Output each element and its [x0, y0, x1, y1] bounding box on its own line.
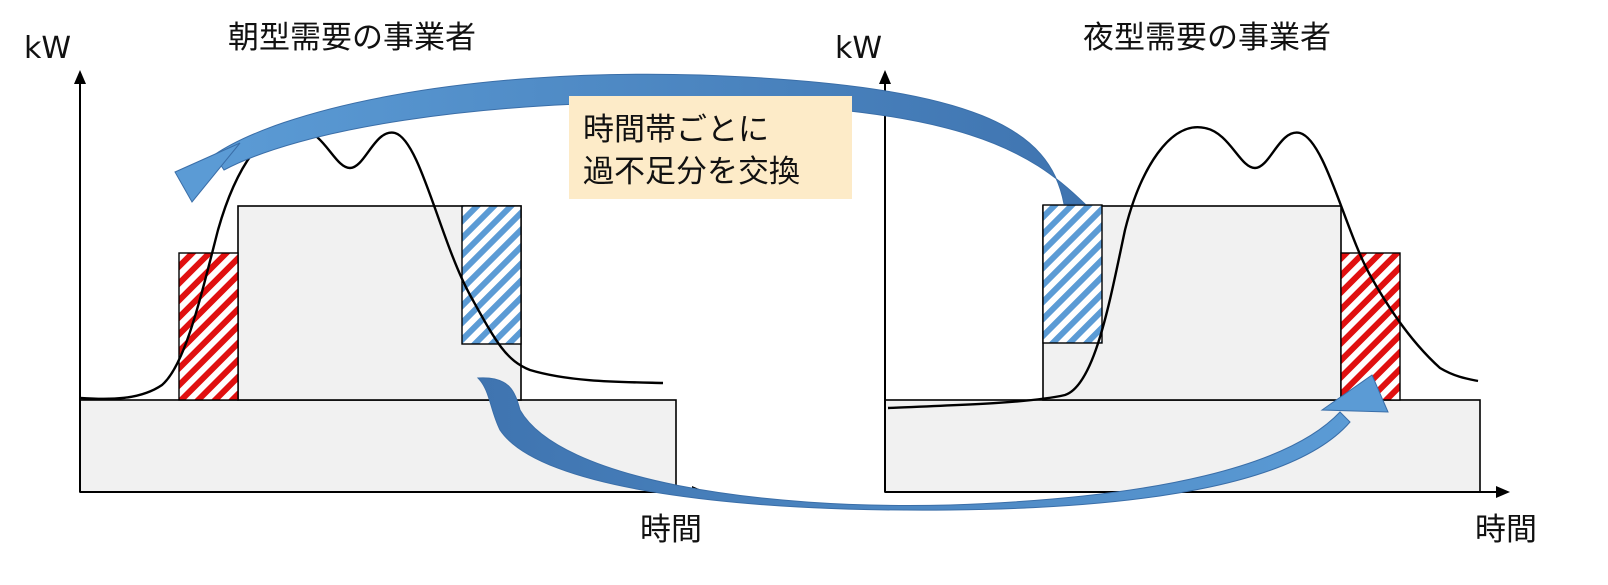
exchange-arrow-top — [174, 73, 1087, 205]
right-base-block — [884, 399, 1481, 493]
callout-line-1: 時間帯ごとに — [583, 112, 769, 148]
callout: 時間帯ごとに 過不足分を交換 — [569, 96, 852, 199]
right-panel: kW 夜型需要の事業者 時間 — [835, 20, 1537, 548]
left-y-axis-arrowhead — [74, 70, 86, 84]
right-x-axis-label: 時間 — [1475, 512, 1537, 548]
left-shortage-hatch — [178, 252, 239, 401]
callout-line-2: 過不足分を交換 — [583, 154, 800, 190]
right-y-axis-unit: kW — [835, 31, 882, 66]
exchange-arrow-top-head — [174, 142, 241, 203]
right-x-axis-arrowhead — [1496, 486, 1510, 498]
left-x-axis-label: 時間 — [640, 512, 702, 548]
exchange-arrow-bottom-head — [1320, 374, 1389, 413]
callout-box — [569, 96, 852, 199]
left-demand-curve — [79, 125, 664, 401]
left-panel-title: 朝型需要の事業者 — [228, 20, 476, 56]
left-y-axis-unit: kW — [24, 31, 71, 66]
exchange-arrow-top-body — [213, 73, 1087, 205]
right-demand-curve — [887, 125, 1479, 410]
right-panel-title: 夜型需要の事業者 — [1083, 20, 1331, 56]
exchange-arrow-bottom — [476, 374, 1389, 511]
left-surplus-hatch — [461, 205, 522, 345]
left-base-block — [79, 399, 677, 493]
right-y-axis-arrowhead — [879, 70, 891, 84]
right-surplus-hatch — [1042, 204, 1103, 344]
left-panel: kW 朝型需要の事業者 時間 — [24, 20, 706, 548]
exchange-arrow-bottom-body — [476, 377, 1351, 511]
